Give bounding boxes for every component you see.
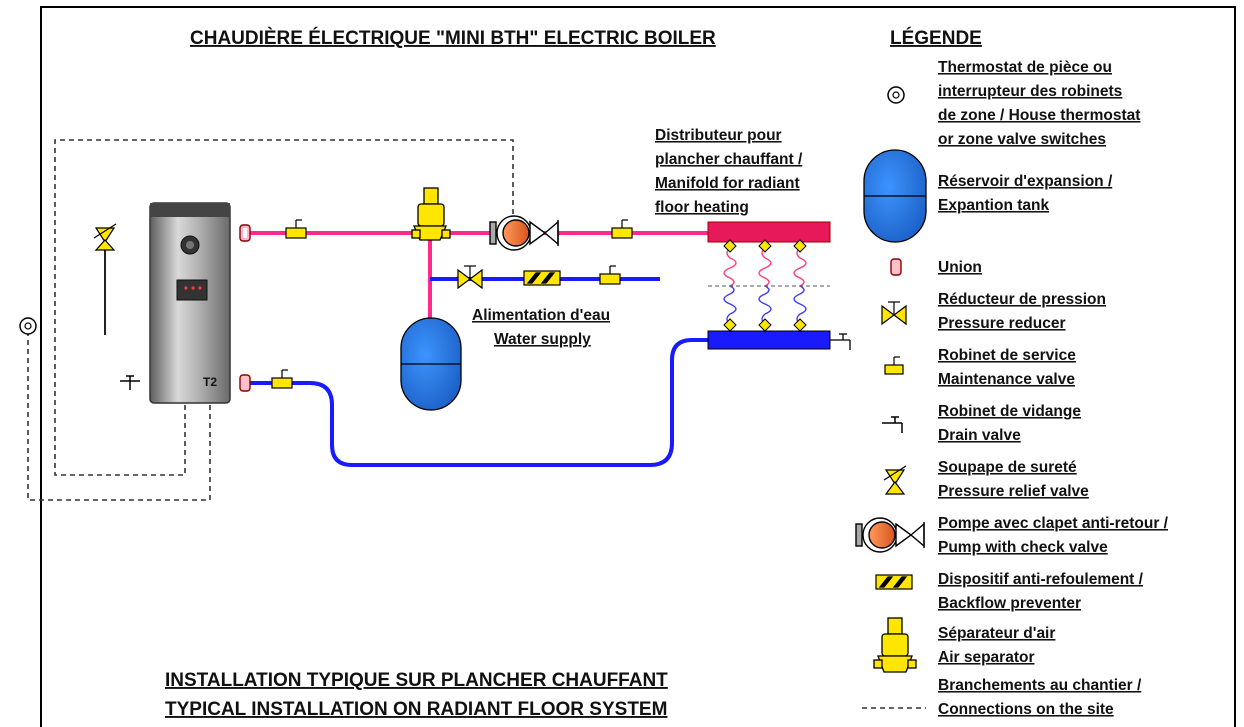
svg-text:Distributeur pour: Distributeur pour: [655, 127, 782, 144]
legend-air-separator-icon: [873, 617, 917, 673]
svg-text:Branchements au chantier /: Branchements au chantier /: [938, 677, 1142, 694]
diagram-title: CHAUDIÈRE ÉLECTRIQUE "MINI BTH" ELECTRIC…: [190, 27, 716, 49]
union-icon: [239, 224, 251, 392]
svg-text:Pressure reducer: Pressure reducer: [938, 315, 1066, 332]
svg-text:Pump with check valve: Pump with check valve: [938, 539, 1108, 556]
manifold-label: Distributeur pour plancher chauffant / M…: [655, 127, 803, 216]
legend-thermostat-text: Thermostat de pièce ou interrupteur des …: [938, 59, 1140, 148]
svg-text:Réducteur de pression: Réducteur de pression: [938, 291, 1106, 308]
legend-backflow-icon: [875, 574, 913, 590]
legend-expansion-tank-icon: [863, 149, 927, 243]
svg-text:Thermostat de pièce ou: Thermostat de pièce ou: [938, 59, 1112, 76]
legend-union-icon: [890, 258, 902, 276]
relief-valve-icon: [93, 223, 117, 251]
boiler-badge: T2: [203, 375, 217, 389]
drain-valve-icon: [120, 375, 140, 390]
svg-text:Connections on the site: Connections on the site: [938, 701, 1114, 718]
legend-drain-valve-text: Robinet de vidange Drain valve: [938, 403, 1081, 444]
service-valve-icon: [271, 219, 633, 389]
boiler: T2: [149, 202, 231, 404]
legend-expansion-tank-text: Réservoir d'expansion / Expantion tank: [938, 173, 1113, 214]
legend-air-separator-text: Séparateur d'air Air separator: [938, 625, 1055, 666]
svg-text:interrupteur des robinets: interrupteur des robinets: [938, 83, 1122, 100]
svg-text:Dispositif anti-refoulement /: Dispositif anti-refoulement /: [938, 571, 1144, 588]
expansion-tank-icon: [400, 317, 462, 411]
legend-backflow-text: Dispositif anti-refoulement / Backflow p…: [938, 571, 1144, 612]
return-pipe: [250, 338, 712, 467]
site-connection-wires: [27, 139, 514, 501]
svg-text:Expantion tank: Expantion tank: [938, 197, 1049, 214]
svg-text:de zone / House thermostat: de zone / House thermostat: [938, 107, 1140, 124]
svg-text:or zone valve switches: or zone valve switches: [938, 131, 1106, 148]
svg-text:Air separator: Air separator: [938, 649, 1034, 666]
legend-pressure-reducer-text: Réducteur de pression Pressure reducer: [938, 291, 1106, 332]
legend-drain-valve-icon: [882, 416, 903, 433]
legend-pump-icon: [855, 517, 925, 553]
legend-pump-text: Pompe avec clapet anti-retour / Pump wit…: [938, 515, 1169, 556]
svg-text:Alimentation d'eau: Alimentation d'eau: [472, 307, 610, 324]
subtitle-line-2: TYPICAL INSTALLATION ON RADIANT FLOOR SY…: [165, 699, 667, 720]
floor-manifold: [707, 221, 851, 350]
legend-service-valve-icon: [884, 356, 904, 375]
air-separator-icon: [411, 187, 451, 241]
legend-thermostat-icon: [887, 86, 905, 104]
legend-service-valve-text: Robinet de service Maintenance valve: [938, 347, 1076, 388]
backflow-preventer-icon: [523, 270, 561, 286]
svg-text:Réservoir d'expansion /: Réservoir d'expansion /: [938, 173, 1113, 190]
svg-text:Pressure relief valve: Pressure relief valve: [938, 483, 1089, 500]
legend-relief-valve-icon: [883, 465, 907, 495]
svg-text:Drain valve: Drain valve: [938, 427, 1021, 444]
legend-pressure-reducer-icon: [881, 301, 907, 326]
legend-site-connections-text: Branchements au chantier / Connections o…: [938, 677, 1142, 718]
svg-text:floor heating: floor heating: [655, 199, 749, 216]
legend: Thermostat de pièce ou interrupteur des …: [855, 59, 1169, 718]
svg-text:Manifold for radiant: Manifold for radiant: [655, 175, 800, 192]
legend-union-text: Union: [938, 259, 982, 276]
svg-text:plancher chauffant /: plancher chauffant /: [655, 151, 803, 168]
svg-text:Robinet de vidange: Robinet de vidange: [938, 403, 1081, 420]
room-thermostat-icon: [19, 317, 37, 335]
svg-text:Robinet de service: Robinet de service: [938, 347, 1076, 364]
diagram-frame: [40, 6, 1236, 727]
legend-title: LÉGENDE: [890, 27, 982, 49]
water-supply-label: Alimentation d'eau Water supply: [472, 307, 610, 348]
pump-icon: [489, 215, 559, 251]
legend-relief-valve-text: Soupape de sureté Pressure relief valve: [938, 459, 1089, 500]
svg-text:Pompe avec clapet anti-retour: Pompe avec clapet anti-retour /: [938, 515, 1169, 532]
svg-text:Séparateur d'air: Séparateur d'air: [938, 625, 1055, 642]
subtitle-line-1: INSTALLATION TYPIQUE SUR PLANCHER CHAUFF…: [165, 670, 668, 691]
svg-text:Backflow preventer: Backflow preventer: [938, 595, 1081, 612]
svg-text:Maintenance valve: Maintenance valve: [938, 371, 1075, 388]
svg-text:Water supply: Water supply: [494, 331, 591, 348]
pressure-reducer-icon: [457, 265, 483, 290]
svg-text:Soupape de sureté: Soupape de sureté: [938, 459, 1077, 476]
